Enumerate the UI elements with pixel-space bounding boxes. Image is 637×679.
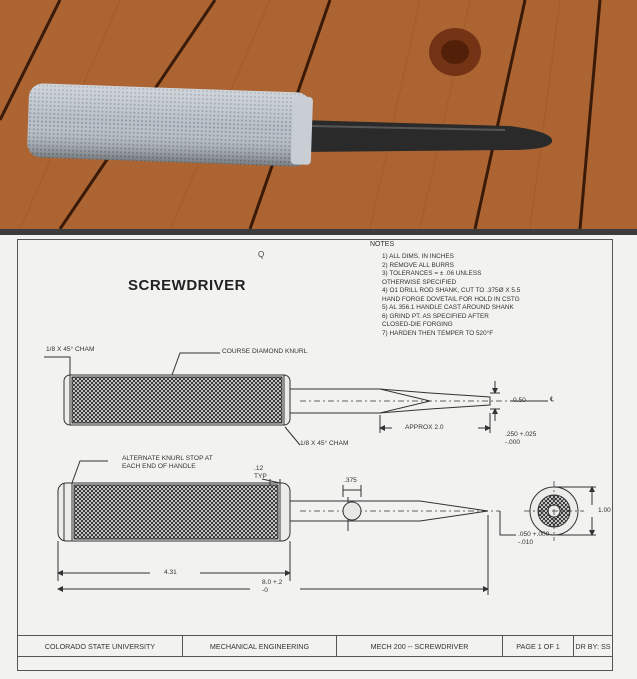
label-centerline: ℄ [550,396,555,403]
note-item: 4) O1 DRILL ROD SHANK, CUT TO .375Ø X 5.… [382,287,521,303]
drawing-border [17,239,613,671]
label-tol-250: .250 +.025 -.000 [505,431,537,446]
label-dim-80: 8.0 +.2 -0 [262,579,283,594]
title-block-course: MECH 200 -- SCREWDRIVER [336,635,503,657]
notes-heading: NOTES [370,241,395,248]
note-item: 7) HARDEN THEN TEMPER TO 520°F [382,329,494,337]
photo-illustration [0,0,637,229]
label-tol-050: .050 +.000 -.010 [518,531,550,546]
photo-separator [0,229,637,235]
engineering-drawing: SCREWDRIVER Q NOTES 1) ALL DIMS. IN INCH… [0,235,637,679]
label-dim-12: .12 TYP [254,465,267,480]
title-block-drawn-by: DR BY: SS [573,635,613,657]
note-item: 2) REMOVE ALL BURRS [382,261,454,269]
note-item: 6) GRIND PT. AS SPECIFIED AFTER CLOSED-D… [382,312,489,329]
label-chamfer-mid: 1/8 X 45° CHAM [300,440,349,447]
label-alt-knurl: ALTERNATE KNURL STOP AT EACH END OF HAND… [122,455,213,470]
corner-mark: Q [258,250,265,259]
title-block-department: MECHANICAL ENGINEERING [182,635,337,657]
note-item: 1) ALL DIMS. IN INCHES [382,253,454,260]
title-block-university: COLORADO STATE UNIVERSITY [17,635,183,657]
note-item: 3) TOLERANCES = ± .06 UNLESS OTHERWISE S… [382,270,482,286]
drawing-lines [44,352,596,595]
notes-list: 1) ALL DIMS. IN INCHES 2) REMOVE ALL BUR… [382,253,602,338]
title-block-page: PAGE 1 OF 1 [502,635,574,657]
note-item: 5) AL 356.1 HANDLE CAST AROUND SHANK [382,304,514,311]
label-dim-050: 0.50 [513,397,526,404]
label-dim-100: 1.00 [598,507,611,514]
drawing-title: SCREWDRIVER [128,277,247,294]
label-dim-431: 4.31 [164,569,177,576]
label-dim-375: .375 [344,477,357,484]
label-knurl: COURSE DIAMOND KNURL [222,348,308,355]
screwdriver-photo [0,0,637,229]
label-chamfer-top: 1/8 X 45° CHAM [46,346,95,353]
label-approx: APPROX 2.0 [405,424,444,431]
